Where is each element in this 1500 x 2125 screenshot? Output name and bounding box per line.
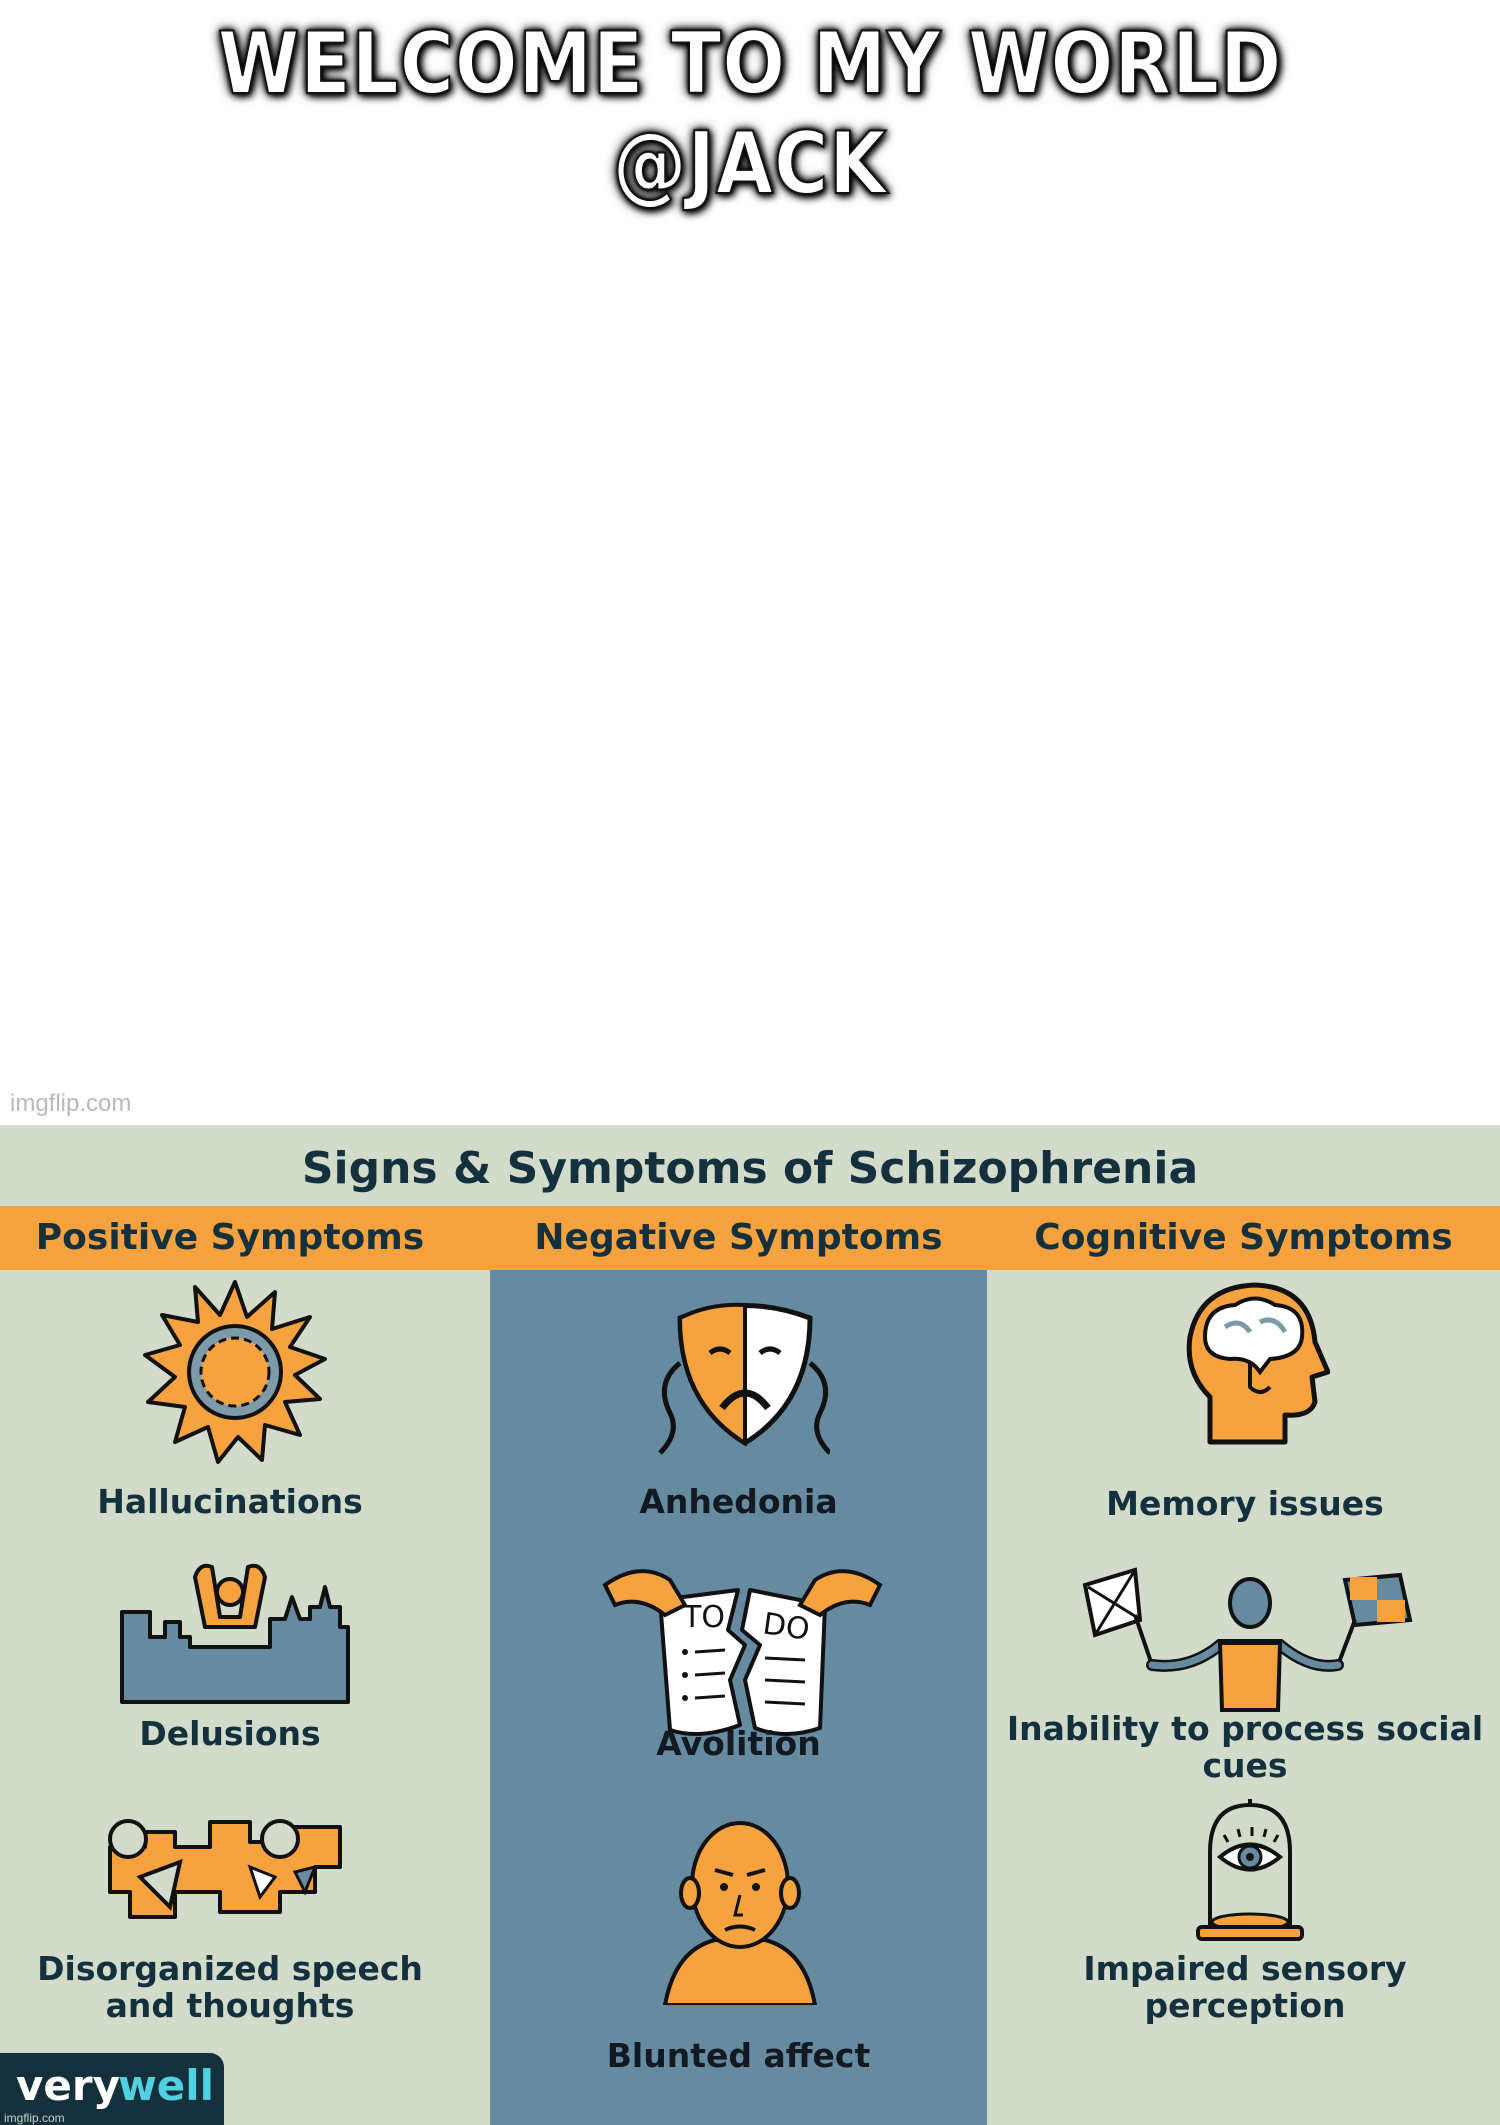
symptom-disorganized-speech: Disorganized speech and thoughts bbox=[37, 1949, 423, 2025]
semaphore-flags-figure-icon bbox=[1082, 1567, 1413, 1712]
verywell-logo: very well bbox=[0, 2053, 224, 2125]
imgflip-watermark-bottom: imgflip.com bbox=[4, 2111, 65, 2125]
meme-caption: WELCOME TO MY WORLD @JACK bbox=[217, 13, 1283, 215]
todo-right-text: DO bbox=[761, 1606, 812, 1647]
logo-part-well: well bbox=[118, 2061, 215, 2110]
eye-bell-jar-icon bbox=[1196, 1799, 1304, 1941]
imgflip-watermark: imgflip.com bbox=[10, 1090, 132, 1117]
todo-left-text: TO bbox=[682, 1600, 725, 1635]
symptom-memory-issues: Memory issues bbox=[1106, 1484, 1384, 1523]
schizophrenia-infographic: Signs & Symptoms of Schizophrenia Positi… bbox=[0, 1125, 1500, 2125]
symptom-delusions: Delusions bbox=[139, 1714, 321, 1753]
logo-part-very: very bbox=[16, 2061, 120, 2110]
symptom-avolition: Avolition bbox=[656, 1724, 821, 1763]
sun-burst-icon bbox=[143, 1280, 327, 1464]
jigsaw-puzzle-icon bbox=[108, 1819, 342, 1919]
symptom-sensory-perception: Impaired sensory perception bbox=[1083, 1949, 1407, 2025]
column-heading-cognitive: Cognitive Symptoms bbox=[1034, 1217, 1453, 1258]
symptom-blunted-affect: Blunted affect bbox=[606, 2036, 871, 2075]
theater-mask-icon bbox=[658, 1302, 830, 1455]
infographic-title: Signs & Symptoms of Schizophrenia bbox=[301, 1143, 1199, 1194]
head-brain-icon bbox=[1186, 1282, 1330, 1445]
header-band bbox=[0, 1206, 1500, 1270]
symptom-hallucinations: Hallucinations bbox=[97, 1482, 363, 1521]
torn-todo-list-icon: TO DO bbox=[602, 1569, 883, 1736]
column-heading-negative: Negative Symptoms bbox=[534, 1217, 943, 1258]
symptom-anhedonia: Anhedonia bbox=[639, 1482, 838, 1521]
blunted-face-icon bbox=[662, 1821, 818, 2005]
column-heading-positive: Positive Symptoms bbox=[35, 1217, 425, 1258]
symptom-social-cues: Inability to process social cues bbox=[1006, 1709, 1484, 1785]
city-skyline-figure-icon bbox=[120, 1563, 350, 1704]
